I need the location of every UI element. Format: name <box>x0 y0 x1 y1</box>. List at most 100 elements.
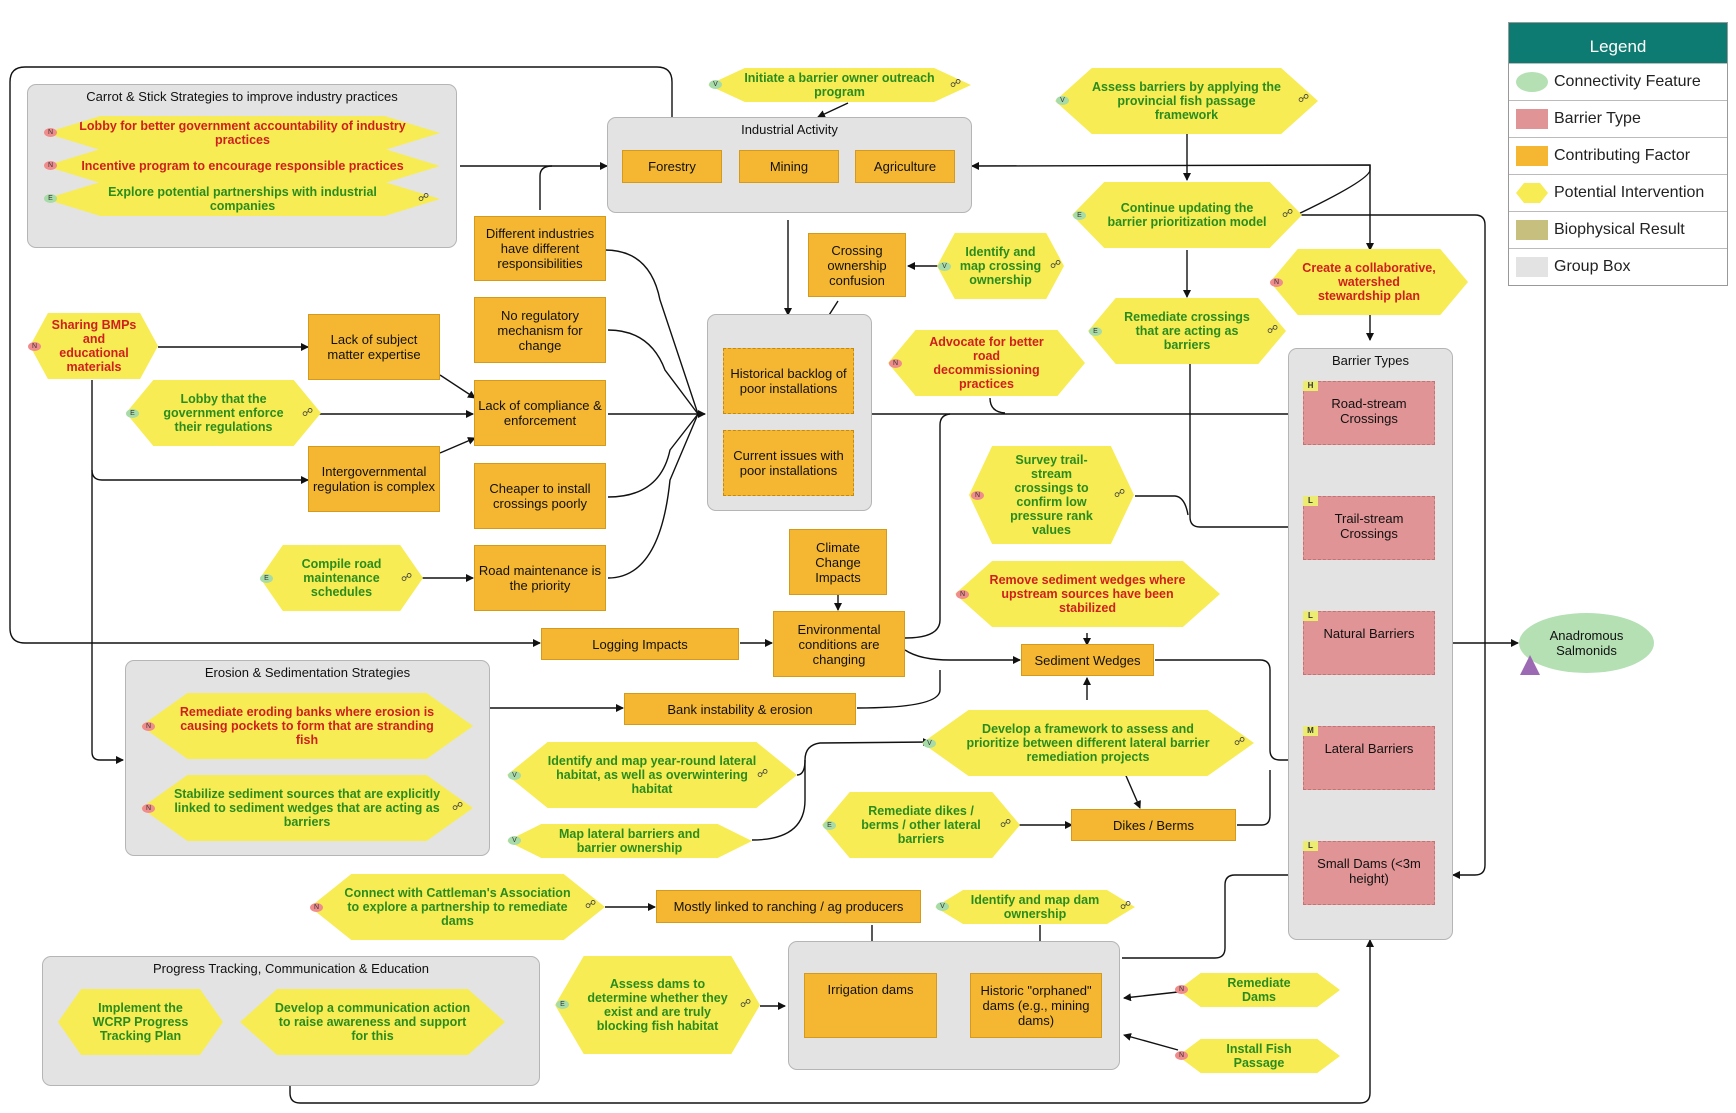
factor-historical-backlog[interactable]: Historical backlog of poor installations <box>723 348 854 414</box>
intervention-compile-schedules[interactable]: Compile road maintenance schedules <box>260 545 423 611</box>
intervention-identify-crossing-ownership[interactable]: Identify and map crossing ownership <box>937 233 1064 299</box>
intervention-lobby-enforce[interactable]: Lobby that the government enforce their … <box>126 380 321 446</box>
intervention-assess-dams[interactable]: Assess dams to determine whether they ex… <box>555 956 760 1054</box>
factor-historic-orphaned-dams[interactable]: Historic "orphaned" dams (e.g., mining d… <box>970 973 1102 1038</box>
intervention-incentive-program[interactable]: Incentive program to encourage responsib… <box>45 149 440 183</box>
link-icon[interactable]: ☍ <box>757 768 769 780</box>
link-icon[interactable]: ☍ <box>418 192 430 204</box>
factor-climate-change[interactable]: Climate Change Impacts <box>789 529 887 595</box>
link-icon[interactable]: ☍ <box>1267 324 1279 336</box>
intervention-identify-dam-ownership[interactable]: Identify and map dam ownership <box>935 890 1135 924</box>
group-title: Barrier Types <box>1331 353 1410 368</box>
badge-icon: N <box>44 161 57 170</box>
intervention-advocate-decommissioning[interactable]: Advocate for better road decommissioning… <box>888 330 1085 396</box>
intervention-remediate-dams[interactable]: Remediate Dams <box>1178 973 1340 1007</box>
intervention-outreach-program[interactable]: Initiate a barrier owner outreach progra… <box>708 68 971 102</box>
intervention-survey-trail-crossings[interactable]: Survey trail-stream crossings to confirm… <box>969 446 1134 544</box>
badge-icon: N <box>971 491 984 500</box>
factor-current-issues[interactable]: Current issues with poor installations <box>723 430 854 496</box>
badge-icon: E <box>823 821 836 830</box>
intervention-sharing-bmps[interactable]: Sharing BMPs and educational materials <box>30 313 158 379</box>
link-icon[interactable]: ☍ <box>1000 818 1012 830</box>
pressure-flag: L <box>1303 496 1318 506</box>
legend-item-contributing-factor: Contributing Factor <box>1509 137 1727 174</box>
factor-sediment-wedges[interactable]: Sediment Wedges <box>1021 644 1154 676</box>
intervention-develop-framework[interactable]: Develop a framework to assess and priori… <box>922 710 1254 776</box>
badge-icon: N <box>142 722 155 731</box>
intervention-remediate-dikes[interactable]: Remediate dikes / berms / other lateral … <box>822 792 1020 858</box>
factor-forestry[interactable]: Forestry <box>622 150 722 183</box>
barrier-label: Road-stream Crossings <box>1331 396 1407 426</box>
barrier-small-dams[interactable]: L Small Dams (<3m height) <box>1303 841 1435 905</box>
intervention-remediate-eroding-banks[interactable]: Remediate eroding banks where erosion is… <box>141 693 473 759</box>
legend: Legend Connectivity Feature Barrier Type… <box>1508 22 1728 286</box>
factor-different-industries[interactable]: Different industries have different resp… <box>474 216 606 281</box>
intervention-explore-partnerships[interactable]: Explore potential partnerships with indu… <box>45 182 440 216</box>
factor-lack-of-expertise[interactable]: Lack of subject matter expertise <box>308 314 440 380</box>
legend-label: Barrier Type <box>1554 110 1641 127</box>
link-icon[interactable]: ☍ <box>1120 900 1132 912</box>
legend-swatch <box>1516 257 1548 277</box>
factor-dikes-berms[interactable]: Dikes / Berms <box>1071 809 1236 841</box>
link-icon[interactable]: ☍ <box>1298 93 1310 105</box>
factor-no-regulatory-mechanism[interactable]: No regulatory mechanism for change <box>474 297 606 363</box>
intervention-remove-sediment-wedges[interactable]: Remove sediment wedges where upstream so… <box>955 561 1220 627</box>
legend-item-group-box: Group Box <box>1509 248 1727 285</box>
group-title: Carrot & Stick Strategies to improve ind… <box>86 89 398 104</box>
intervention-watershed-plan[interactable]: Create a collaborative, watershed stewar… <box>1270 249 1468 315</box>
link-icon[interactable]: ☍ <box>950 78 962 90</box>
badge-icon: E <box>1073 211 1086 220</box>
link-icon[interactable]: ☍ <box>1114 488 1126 500</box>
intervention-stabilize-sediment[interactable]: Stabilize sediment sources that are expl… <box>141 775 473 841</box>
badge-icon: N <box>310 903 323 912</box>
intervention-communication-action[interactable]: Develop a communication action to raise … <box>240 989 505 1055</box>
legend-label: Biophysical Result <box>1554 221 1685 238</box>
badge-icon: N <box>142 804 155 813</box>
intervention-wcrp-tracking-plan[interactable]: Implement the WCRP Progress Tracking Pla… <box>58 989 223 1055</box>
badge-icon: V <box>1056 96 1069 105</box>
factor-road-maintenance[interactable]: Road maintenance is the priority <box>474 545 606 611</box>
link-icon[interactable]: ☍ <box>585 899 597 911</box>
factor-crossing-ownership-confusion[interactable]: Crossing ownership confusion <box>808 233 906 297</box>
legend-title: Legend <box>1509 23 1727 63</box>
link-icon[interactable]: ☍ <box>302 407 314 419</box>
intervention-identify-lateral-habitat[interactable]: Identify and map year-round lateral habi… <box>507 742 797 808</box>
badge-icon: N <box>44 128 57 137</box>
factor-ranching[interactable]: Mostly linked to ranching / ag producers <box>656 890 921 923</box>
badge-icon: V <box>508 771 521 780</box>
badge-icon: E <box>1089 327 1102 336</box>
barrier-natural-barriers[interactable]: L Natural Barriers <box>1303 611 1435 675</box>
link-icon[interactable]: ☍ <box>1050 259 1062 271</box>
barrier-label: Trail-stream Crossings <box>1334 511 1404 541</box>
factor-intergovernmental-regulation[interactable]: Intergovernmental regulation is complex <box>308 446 440 512</box>
intervention-map-lateral-barriers[interactable]: Map lateral barriers and barrier ownersh… <box>507 824 752 858</box>
intervention-remediate-crossings[interactable]: Remediate crossings that are acting as b… <box>1088 298 1286 364</box>
barrier-road-stream-crossings[interactable]: H Road-stream Crossings <box>1303 381 1435 445</box>
factor-environmental-conditions[interactable]: Environmental conditions are changing <box>773 611 905 677</box>
badge-icon: V <box>923 739 936 748</box>
barrier-lateral-barriers[interactable]: M Lateral Barriers <box>1303 726 1435 790</box>
pressure-flag: L <box>1303 841 1318 851</box>
intervention-continue-model[interactable]: Continue updating the barrier prioritiza… <box>1072 182 1302 248</box>
badge-icon: N <box>1270 278 1283 287</box>
factor-irrigation-dams[interactable]: Irrigation dams <box>804 973 937 1038</box>
factor-agriculture[interactable]: Agriculture <box>855 150 955 183</box>
link-icon[interactable]: ☍ <box>401 572 413 584</box>
factor-mining[interactable]: Mining <box>739 150 839 183</box>
factor-cheaper-to-install[interactable]: Cheaper to install crossings poorly <box>474 463 606 529</box>
intervention-assess-barriers[interactable]: Assess barriers by applying the provinci… <box>1055 68 1318 134</box>
factor-logging-impacts[interactable]: Logging Impacts <box>541 628 739 660</box>
result-anadromous-salmonids[interactable]: Anadromous Salmonids <box>1519 613 1654 673</box>
badge-icon: N <box>889 359 902 368</box>
link-icon[interactable]: ☍ <box>1234 736 1246 748</box>
intervention-lobby-accountability[interactable]: Lobby for better government accountabili… <box>45 116 440 150</box>
factor-bank-instability[interactable]: Bank instability & erosion <box>624 693 856 725</box>
link-icon[interactable]: ☍ <box>740 998 752 1010</box>
link-icon[interactable]: ☍ <box>452 801 464 813</box>
intervention-install-fish-passage[interactable]: Install Fish Passage <box>1178 1039 1340 1073</box>
group-title: Industrial Activity <box>741 122 838 137</box>
link-icon[interactable]: ☍ <box>1282 208 1294 220</box>
factor-lack-of-compliance[interactable]: Lack of compliance & enforcement <box>474 380 606 446</box>
barrier-trail-stream-crossings[interactable]: L Trail-stream Crossings <box>1303 496 1435 560</box>
intervention-cattlemans-association[interactable]: Connect with Cattleman's Association to … <box>310 874 605 940</box>
